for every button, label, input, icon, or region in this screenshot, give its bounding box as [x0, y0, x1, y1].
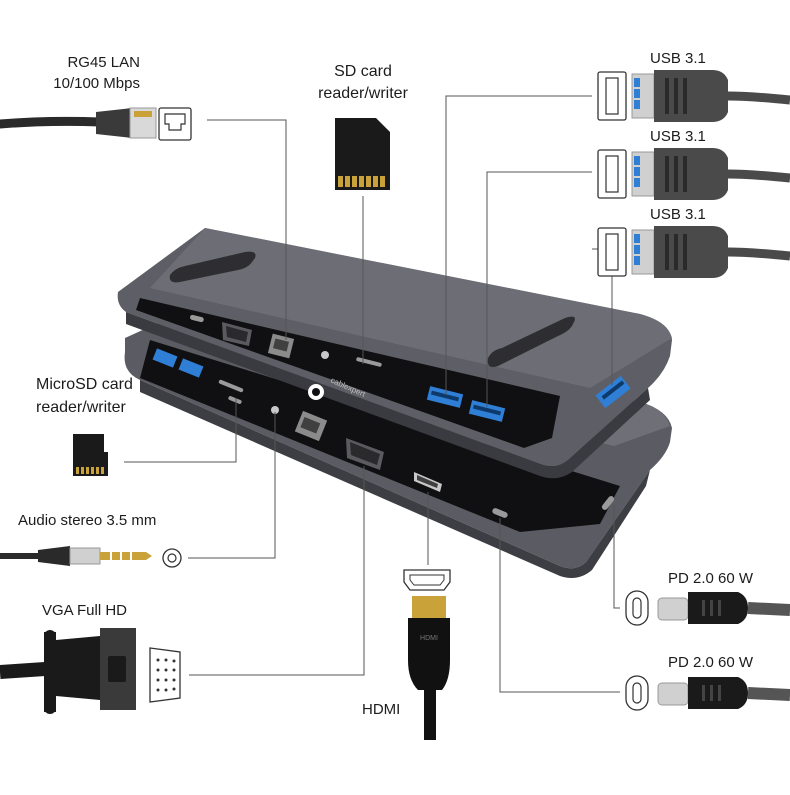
- usb-a-port: [152, 348, 178, 368]
- label-sd-line2: reader/writer: [318, 85, 408, 102]
- label-pd-1: PD 2.0 60 W: [668, 570, 754, 587]
- usb-cable-1: [597, 70, 790, 122]
- usb-a-port: [468, 400, 506, 422]
- label-vga: VGA Full HD: [42, 602, 128, 619]
- usb-c-port-side: [601, 496, 615, 510]
- leader-usb-2: [486, 171, 592, 407]
- label-usb-3: USB 3.1: [650, 206, 706, 223]
- microsd-slot-2: [228, 396, 242, 404]
- pd-cable-2: [625, 675, 790, 711]
- usb-c-port: [190, 314, 204, 323]
- usb-c-icon: [625, 590, 649, 626]
- vga-port-lower: [346, 438, 384, 470]
- label-rg45-line1: RG45 LAN: [67, 54, 140, 71]
- hdmi-plug-text: HDMI: [420, 635, 438, 642]
- microsd-card: [73, 434, 108, 476]
- label-usb-1: USB 3.1: [650, 50, 706, 67]
- vga-port-icon: [149, 647, 181, 703]
- usb-cable-2: [597, 148, 790, 200]
- usb-a-port: [426, 386, 464, 408]
- rubber-foot: [487, 316, 575, 367]
- label-pd-2: PD 2.0 60 W: [668, 654, 754, 671]
- usb-cable-3: [597, 226, 790, 278]
- audio-cable: [0, 546, 182, 568]
- usb-a-port: [178, 358, 204, 378]
- usb-c-icon: [625, 675, 649, 711]
- leader-audio: [188, 412, 276, 559]
- label-usb-2: USB 3.1: [650, 128, 706, 145]
- usb-c-port: [492, 508, 508, 518]
- label-hdmi: HDMI: [362, 701, 401, 718]
- pd-cable-1: [625, 590, 790, 626]
- leader-vga: [189, 466, 365, 676]
- sd-card: [335, 118, 390, 190]
- vga-port: [222, 322, 252, 346]
- leader-rj45: [207, 119, 287, 340]
- leader-microsd: [124, 398, 237, 463]
- leader-pd-2: [499, 518, 620, 693]
- usb-a-icon: [597, 227, 627, 277]
- label-sd-line1: SD card: [334, 63, 392, 80]
- lower-ports: [152, 348, 615, 518]
- leader-usb-1: [445, 95, 592, 395]
- led-indicator: [321, 351, 329, 359]
- leader-pd-1: [613, 505, 620, 609]
- rj45-port: [267, 333, 295, 359]
- rj45-port-icon: [158, 107, 192, 141]
- leader-lines: [124, 95, 620, 693]
- usb-a-icon: [597, 71, 627, 121]
- label-rg45-line2: 10/100 Mbps: [53, 75, 140, 92]
- audio-jack: [271, 406, 279, 414]
- usb-a-port-side: [595, 375, 631, 409]
- label-audio: Audio stereo 3.5 mm: [18, 512, 157, 529]
- microsd-slot: [218, 379, 244, 393]
- usb-a-icon: [597, 149, 627, 199]
- rubber-foot: [169, 251, 256, 283]
- label-microsd-line1: MicroSD card: [36, 376, 133, 393]
- vga-cable: [0, 628, 181, 714]
- label-microsd-line2: reader/writer: [36, 399, 126, 416]
- hdmi-cable: HDMI: [403, 569, 451, 740]
- lower-port-panel: [140, 340, 620, 532]
- rj45-cable: [0, 107, 192, 141]
- hdmi-port-icon: [403, 569, 451, 591]
- rj45-port-lower: [294, 410, 328, 442]
- docking-station: cablexpert: [117, 228, 673, 578]
- hdmi-port: [414, 472, 442, 492]
